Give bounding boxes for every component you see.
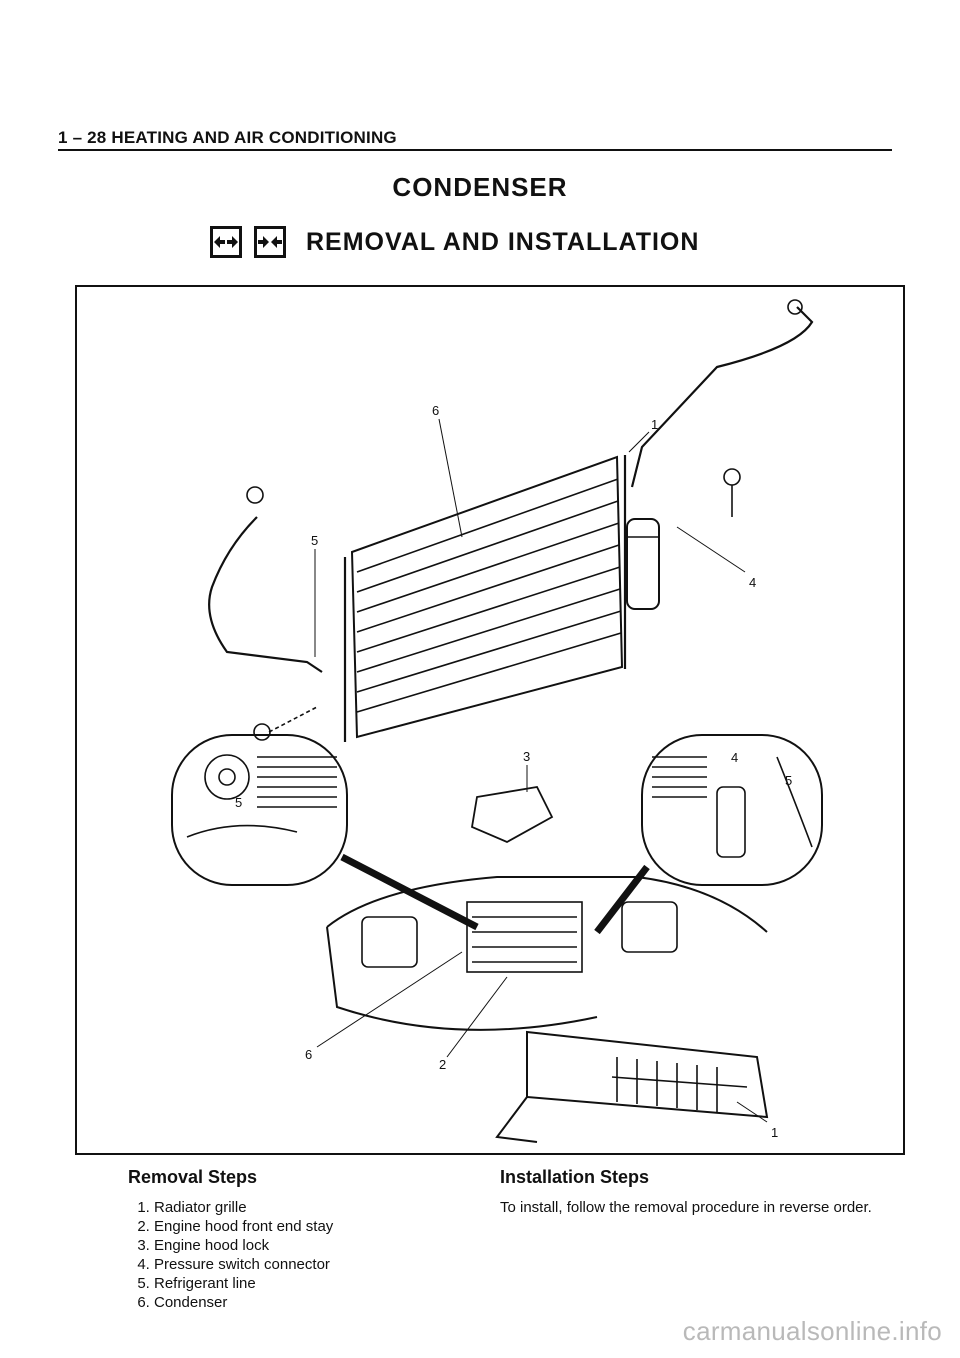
callout-5-inset-left: 5: [235, 795, 242, 810]
callout-2-bottom: 2: [439, 1057, 446, 1072]
exploded-view-figure: 6 1 5 4 3 5 4 5 6 2 1: [75, 285, 905, 1155]
removal-step-4: Pressure switch connector: [154, 1255, 333, 1274]
subtitle: REMOVAL AND INSTALLATION: [306, 227, 700, 256]
removal-step-1: Radiator grille: [154, 1198, 333, 1217]
section-header: 1 – 28 HEATING AND AIR CONDITIONING: [58, 128, 397, 147]
refrigerant-line-top: [630, 306, 814, 488]
callout-1-top: 1: [651, 417, 658, 432]
installation-steps-section: Installation Steps To install, follow th…: [500, 1167, 880, 1217]
removal-step-2: Engine hood front end stay: [154, 1217, 333, 1236]
callout-3-center: 3: [523, 749, 530, 764]
condenser-diagram: 6 1 5 4 3 5 4 5 6 2 1: [171, 299, 823, 1143]
left-detail-inset: [171, 734, 348, 886]
removal-step-5: Refrigerant line: [154, 1274, 333, 1293]
condenser-core: [343, 455, 627, 742]
removal-step-3: Engine hood lock: [154, 1236, 333, 1255]
callout-5-inset-right: 5: [785, 773, 792, 788]
page-title: CONDENSER: [392, 172, 568, 202]
callout-1-bottom: 1: [771, 1125, 778, 1140]
removal-step-6: Condenser: [154, 1293, 333, 1312]
refrigerant-line-left: [208, 516, 323, 673]
removal-steps-heading: Removal Steps: [128, 1167, 258, 1187]
callout-6-top: 6: [432, 403, 439, 418]
installation-text: To install, follow the removal procedure…: [500, 1199, 872, 1216]
callout-5-left: 5: [311, 533, 318, 548]
callout-6-bottom: 6: [305, 1047, 312, 1062]
subtitle-row: REMOVAL AND INSTALLATION: [210, 224, 699, 260]
receiver-drier: [626, 518, 660, 610]
removal-arrows-icon: [210, 226, 242, 258]
engine-hood-lock: [470, 786, 554, 844]
callout-4-right: 4: [749, 575, 756, 590]
installation-steps-heading: Installation Steps: [500, 1167, 650, 1187]
callout-4-inset-right: 4: [731, 750, 738, 765]
watermark: carmanualsonline.info: [682, 1316, 942, 1346]
removal-steps-section: Removal Steps Radiator grille Engine hoo…: [128, 1167, 333, 1312]
radiator-grille: [495, 1030, 769, 1143]
vehicle-front: [326, 876, 768, 1031]
right-detail-inset: [641, 734, 823, 886]
removal-steps-list: Radiator grille Engine hood front end st…: [128, 1198, 333, 1312]
header-rule: [58, 149, 892, 151]
installation-arrows-icon: [254, 226, 286, 258]
